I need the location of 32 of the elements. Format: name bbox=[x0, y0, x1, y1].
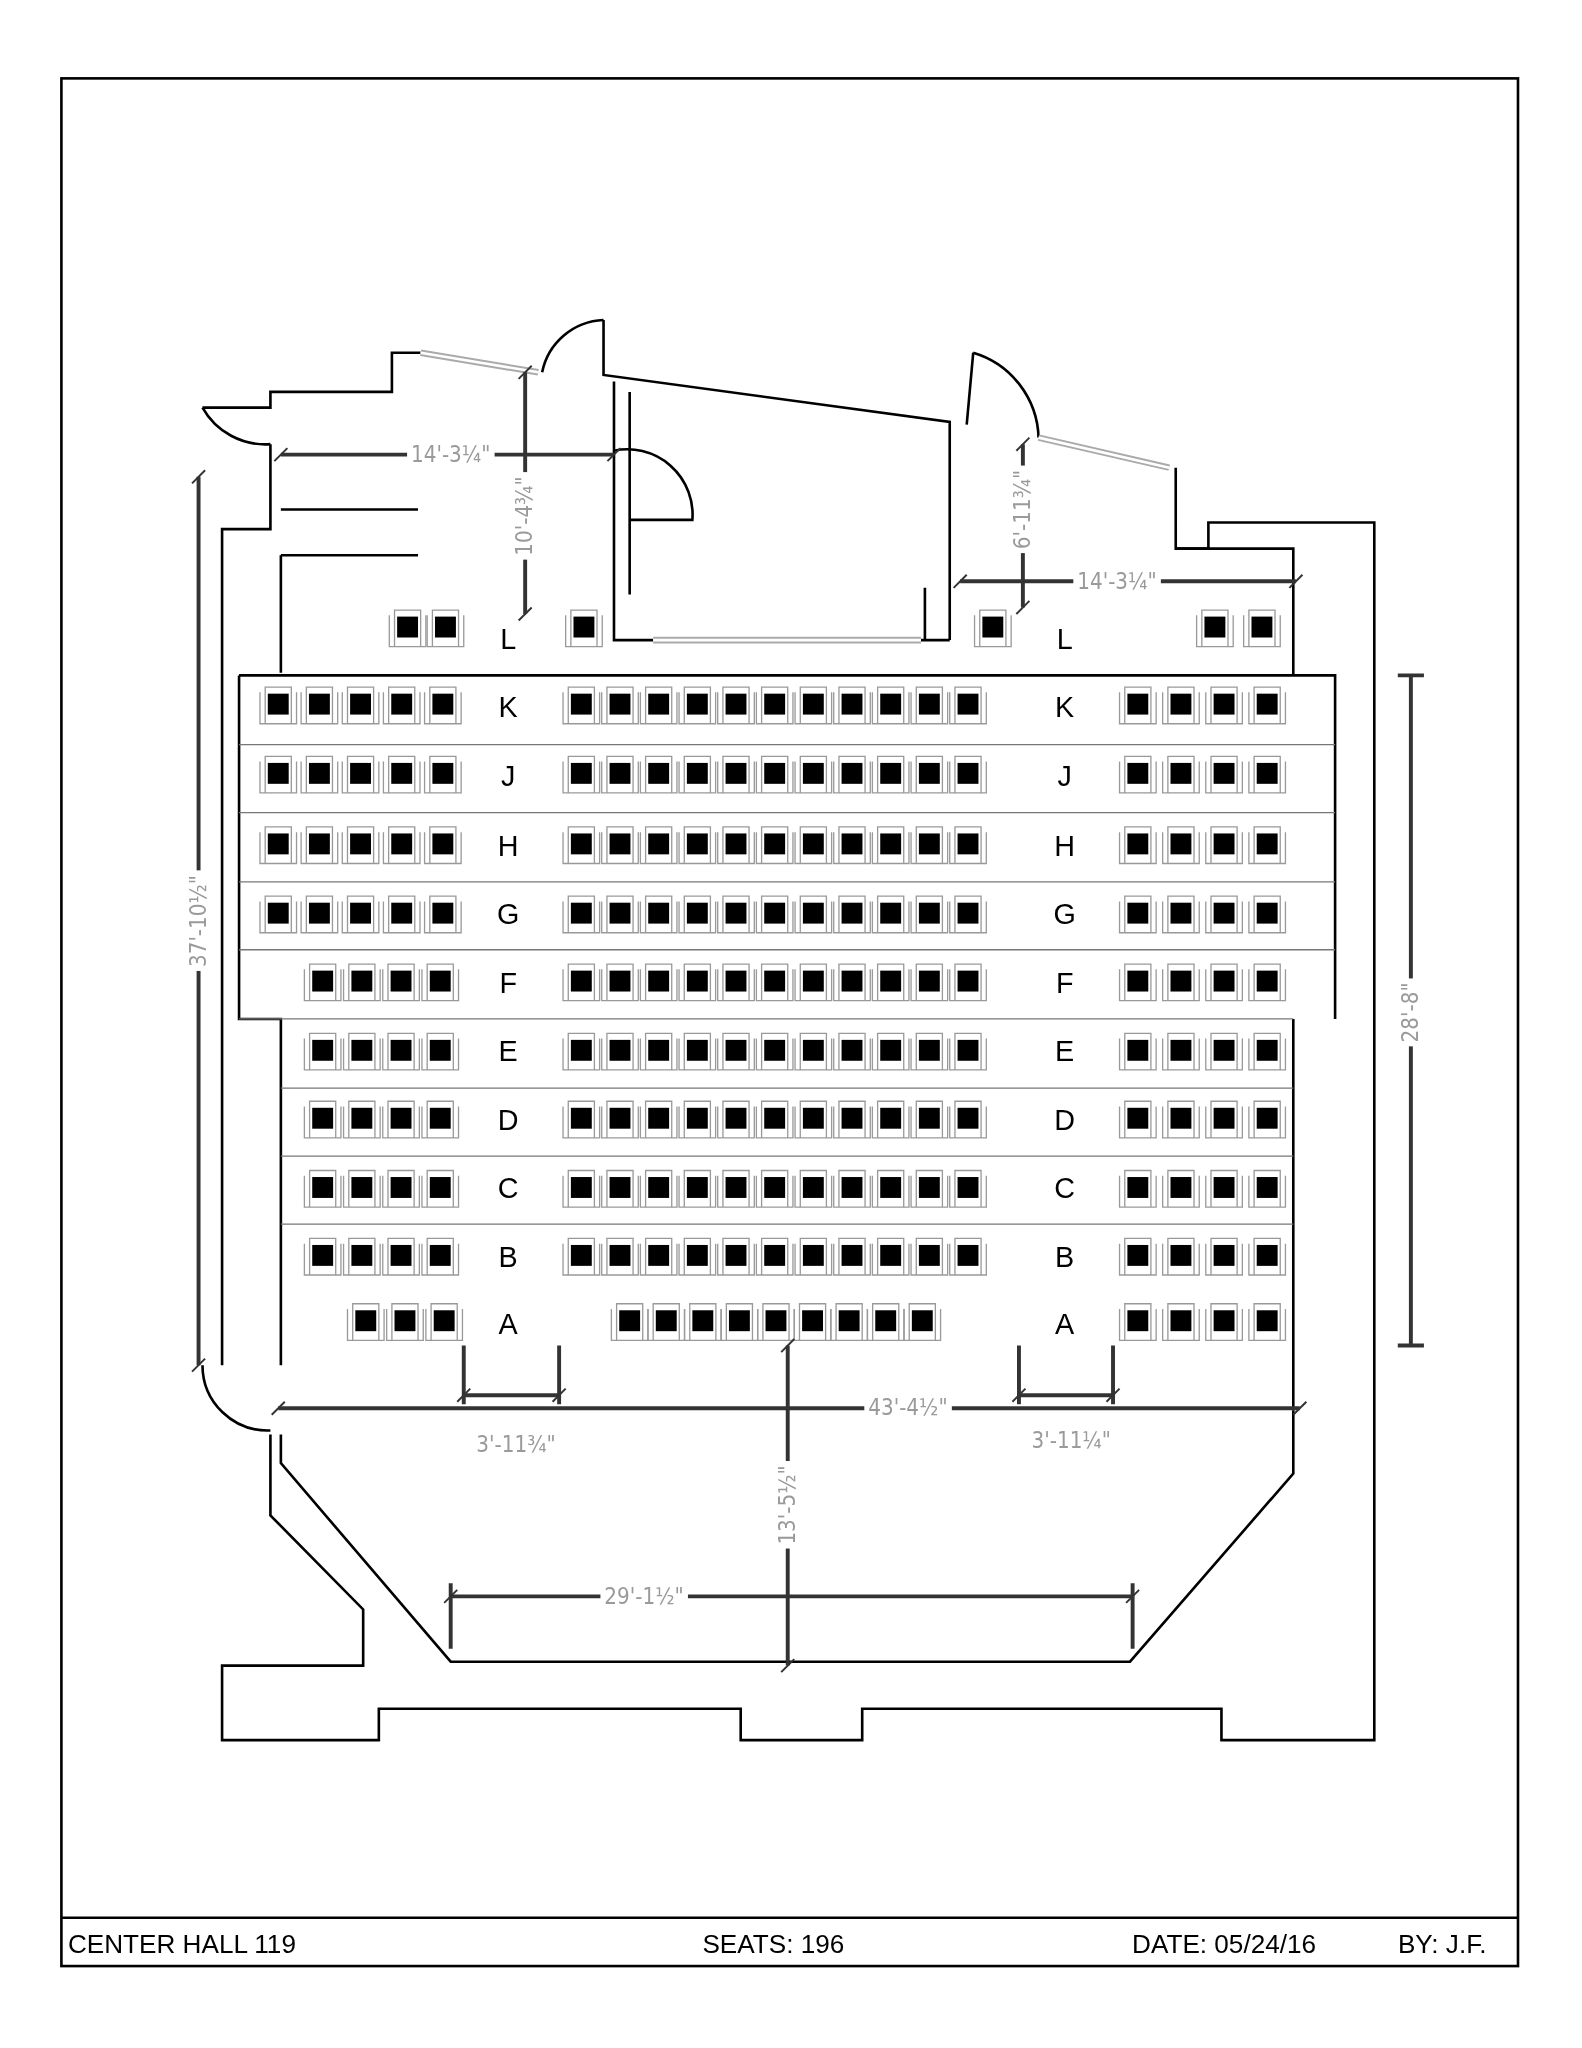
row-letter: G bbox=[497, 900, 520, 929]
row-letter: J bbox=[501, 762, 516, 792]
row-letter: D bbox=[1054, 1106, 1076, 1136]
row-letter: A bbox=[498, 1310, 518, 1339]
date-text: DATE: 05/24/16 bbox=[1132, 1930, 1317, 1957]
row-letter: H bbox=[497, 832, 519, 861]
row-letter: K bbox=[498, 693, 518, 723]
author-text: BY: J.F. bbox=[1397, 1930, 1487, 1957]
dimension-label: 6'-11¾" bbox=[1011, 465, 1034, 554]
row-letter: D bbox=[497, 1106, 519, 1136]
row-letter: C bbox=[1054, 1174, 1076, 1204]
dimension-label: 13'-5½" bbox=[776, 1461, 799, 1549]
row-letter: E bbox=[1055, 1037, 1075, 1066]
row-letter: B bbox=[1055, 1243, 1075, 1273]
seat-count: SEATS: 196 bbox=[702, 1930, 845, 1957]
row-letter: G bbox=[1053, 900, 1076, 929]
row-letter: A bbox=[1055, 1310, 1075, 1339]
row-letter: C bbox=[497, 1174, 519, 1204]
row-letter: B bbox=[498, 1243, 518, 1273]
row-letter: L bbox=[1056, 625, 1073, 655]
row-letter: J bbox=[1057, 762, 1072, 792]
row-letter: L bbox=[500, 625, 517, 655]
row-letter: E bbox=[498, 1037, 518, 1066]
row-letter: F bbox=[499, 969, 517, 999]
row-letter: F bbox=[1055, 969, 1074, 999]
dimension-label: 37'-10½" bbox=[187, 871, 210, 971]
dimension-label: 14'-3¼" bbox=[1073, 570, 1161, 593]
row-letter: K bbox=[1055, 693, 1075, 723]
dimension-label: 29'-1½" bbox=[600, 1585, 688, 1608]
row-letter: H bbox=[1054, 832, 1076, 861]
room-name: CENTER HALL 119 bbox=[67, 1930, 296, 1957]
dimension-label: 14'-3¼" bbox=[407, 443, 495, 466]
